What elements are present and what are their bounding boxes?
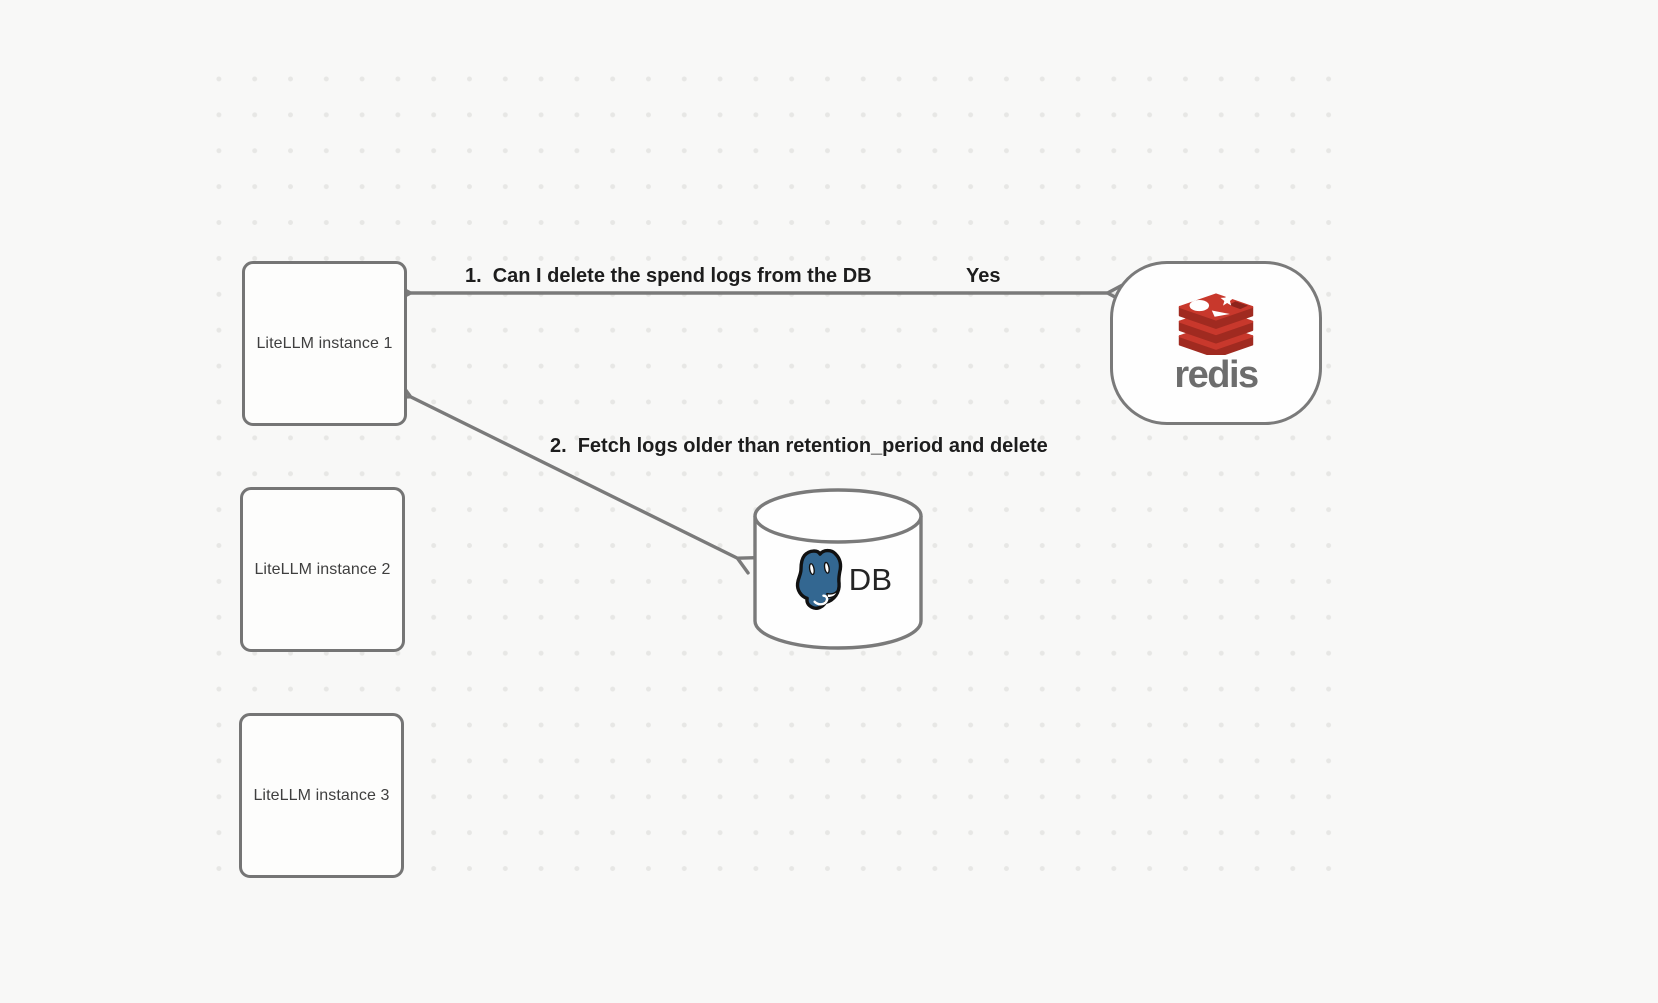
edge1-label: 1. Can I delete the spend logs from the D… bbox=[465, 264, 872, 288]
postgresql-elephant-icon bbox=[795, 548, 842, 610]
node-db-label: DB bbox=[848, 562, 893, 597]
edge2-text: Fetch logs older than retention_period a… bbox=[577, 435, 1048, 457]
node-litellm-instance-1-label: LiteLLM instance 1 bbox=[256, 334, 393, 352]
edge2-number: 2. bbox=[550, 435, 567, 457]
node-litellm-instance-3: LiteLLM instance 3 bbox=[239, 713, 404, 878]
edge2-label: 2. Fetch logs older than retention_period… bbox=[550, 434, 1048, 458]
edge1-response-label: Yes bbox=[966, 265, 1001, 287]
node-litellm-instance-2: LiteLLM instance 2 bbox=[240, 487, 405, 652]
node-litellm-instance-2-label: LiteLLM instance 2 bbox=[254, 560, 391, 578]
node-litellm-instance-3-label: LiteLLM instance 3 bbox=[253, 786, 390, 804]
redis-stack-logo-icon bbox=[1178, 293, 1254, 355]
node-redis: redis bbox=[1110, 261, 1322, 425]
edge1-text: Can I delete the spend logs from the DB bbox=[492, 265, 872, 287]
node-redis-label: redis bbox=[1174, 354, 1259, 396]
edge1-number: 1. bbox=[465, 265, 482, 287]
node-db: DB bbox=[751, 486, 925, 654]
node-litellm-instance-1: LiteLLM instance 1 bbox=[242, 261, 407, 426]
